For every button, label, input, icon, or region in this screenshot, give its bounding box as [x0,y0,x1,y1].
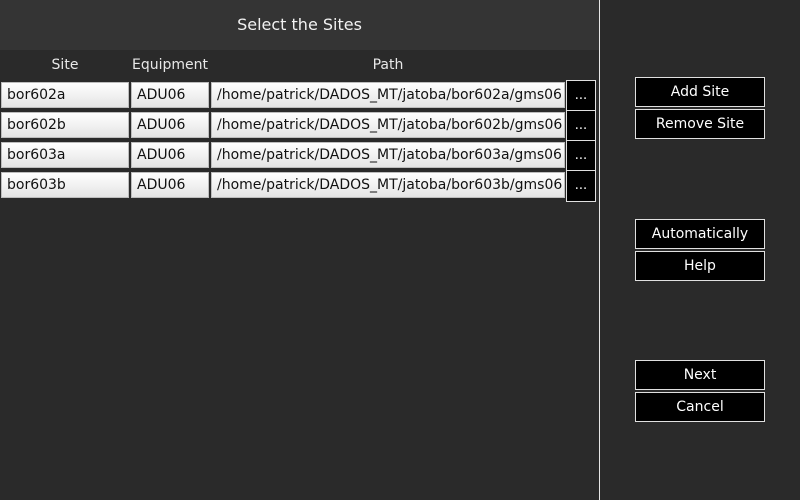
column-header-path: Path [372,57,404,73]
help-button[interactable]: Help [635,251,765,281]
site-cell[interactable]: bor603b [1,172,129,198]
actions-panel: Add Site Remove Site Automatically Help … [600,0,800,500]
browse-button[interactable]: ... [566,110,596,142]
browse-button[interactable]: ... [566,140,596,172]
equipment-cell[interactable]: ADU06 [131,142,209,168]
site-cell[interactable]: bor603a [1,142,129,168]
browse-button[interactable]: ... [566,80,596,112]
column-header-equipment: Equipment [132,57,208,73]
path-cell[interactable]: /home/patrick/DADOS_MT/jatoba/bor603a/gm… [211,142,565,168]
cancel-button[interactable]: Cancel [635,392,765,422]
equipment-cell[interactable]: ADU06 [131,112,209,138]
dialog-title: Select the Sites [0,0,599,50]
site-cell[interactable]: bor602b [1,112,129,138]
next-button[interactable]: Next [635,360,765,390]
equipment-cell[interactable]: ADU06 [131,172,209,198]
panel-divider [599,0,600,500]
column-header-site: Site [51,57,79,73]
path-cell[interactable]: /home/patrick/DADOS_MT/jatoba/bor603b/gm… [211,172,565,198]
site-cell[interactable]: bor602a [1,82,129,108]
path-cell[interactable]: /home/patrick/DADOS_MT/jatoba/bor602a/gm… [211,82,565,108]
remove-site-button[interactable]: Remove Site [635,109,765,139]
add-site-button[interactable]: Add Site [635,77,765,107]
sites-panel: Select the Sites Site Equipment Path bor… [0,0,599,202]
path-cell[interactable]: /home/patrick/DADOS_MT/jatoba/bor602b/gm… [211,112,565,138]
equipment-cell[interactable]: ADU06 [131,82,209,108]
automatically-button[interactable]: Automatically [635,219,765,249]
browse-button[interactable]: ... [566,170,596,202]
